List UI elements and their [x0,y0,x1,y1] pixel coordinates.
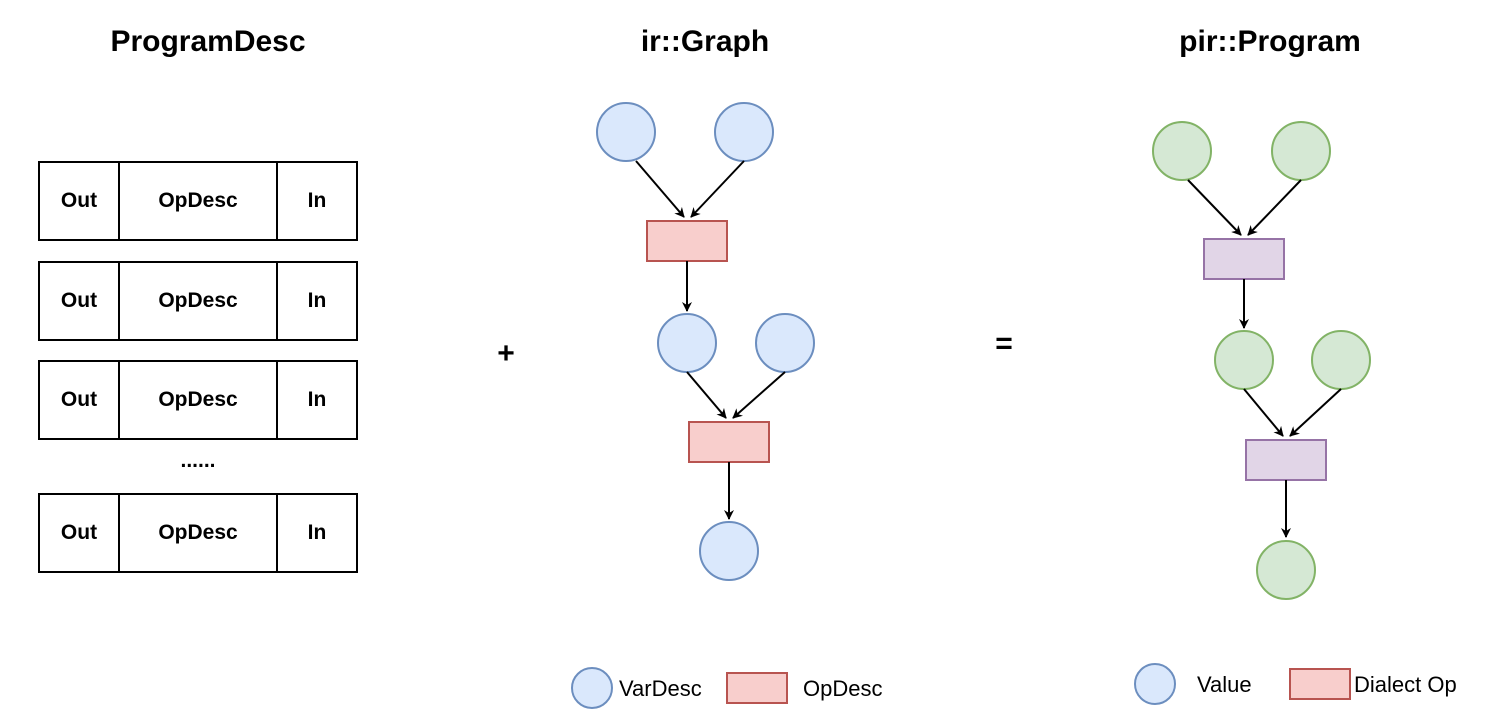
program-desc-title: ProgramDesc [110,25,306,58]
var-desc-node [699,521,759,581]
plus-sign: + [497,337,515,370]
legend-value-swatch [1134,663,1176,705]
equals-sign: = [995,327,1013,360]
edge-arrow [690,160,745,218]
legend-value-label: Value [1197,672,1252,697]
pir-program-graph [1152,121,1371,600]
ir-graph [596,102,815,581]
op-desc-node [688,421,770,463]
var-desc-node [755,313,815,373]
legend-var-desc-label: VarDesc [619,676,702,701]
dialect-op-node [1203,238,1285,280]
out-cell: Out [40,163,120,239]
legend-op-desc-label: OpDesc [803,676,883,701]
op-desc-cell: OpDesc [120,362,278,438]
var-desc-node [714,102,774,162]
in-cell: In [307,388,327,411]
program-desc-row: Out OpDesc In [38,493,358,573]
value-node [1271,121,1331,181]
op-desc-node [646,220,728,262]
edge-arrow [635,160,685,218]
op-desc-cell: OpDesc [120,163,278,239]
legend-dialect-op-swatch [1289,668,1351,700]
out-cell: Out [40,362,120,438]
out-cell: Out [40,495,120,571]
in-cell: In [307,289,327,312]
ir-graph-title: ir::Graph [640,25,770,58]
value-node [1152,121,1212,181]
edge-arrow [1247,179,1302,236]
program-desc-row: Out OpDesc In [38,261,358,341]
edge-arrow [1187,179,1242,236]
legend-op-desc-swatch [726,672,788,704]
op-desc-cell: OpDesc [120,263,278,339]
dialect-op-node [1245,439,1327,481]
edge-arrow [686,371,727,419]
in-cell: In [307,521,327,544]
ir-graph-legend [571,667,788,709]
pir-program-title: pir::Program [1179,25,1361,58]
value-node [1214,330,1274,390]
legend-dialect-op-label: Dialect Op [1354,672,1457,697]
value-node [1311,330,1371,390]
table-ellipsis: ...... [180,449,216,472]
pir-program-legend [1134,663,1351,705]
in-cell: In [307,189,327,212]
var-desc-node [657,313,717,373]
value-node [1256,540,1316,600]
edge-arrow [1243,388,1284,437]
program-desc-row: Out OpDesc In [38,360,358,440]
program-desc-row: Out OpDesc In [38,161,358,241]
legend-var-desc-swatch [571,667,613,709]
var-desc-node [596,102,656,162]
op-desc-cell: OpDesc [120,495,278,571]
edge-arrow [732,371,786,419]
out-cell: Out [40,263,120,339]
edge-arrow [1289,388,1342,437]
